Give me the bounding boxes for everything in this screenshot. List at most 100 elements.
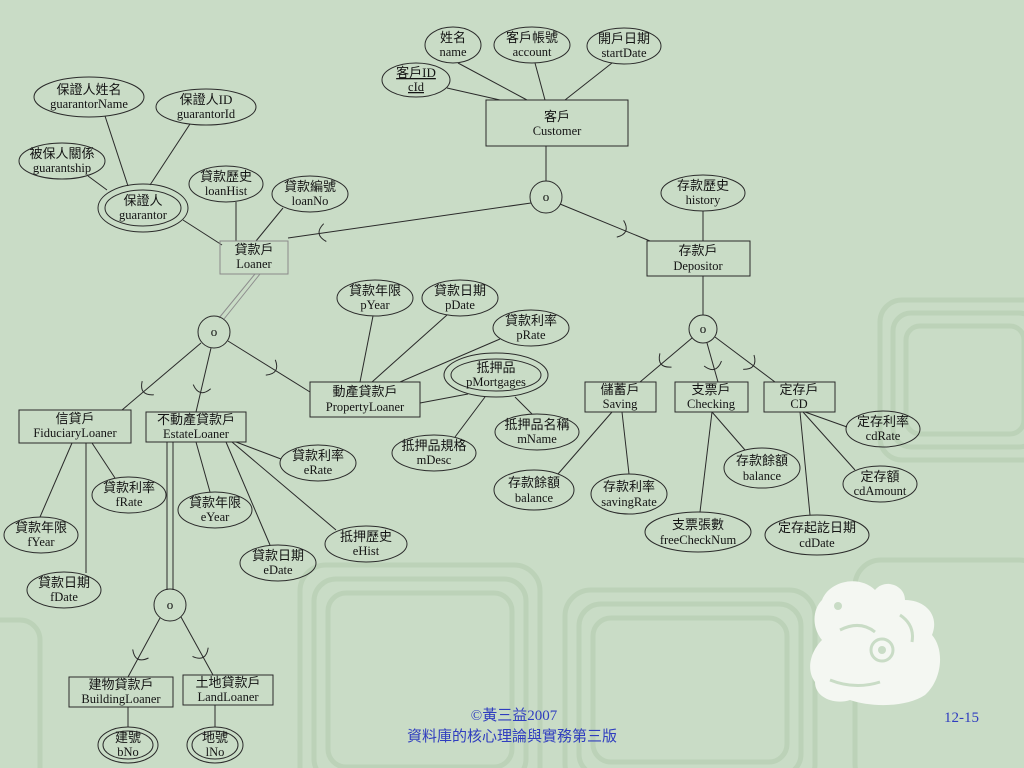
entity-label-zh: 土地貸款戶 bbox=[195, 675, 260, 690]
attr-label-zh: 存款歷史 bbox=[677, 178, 729, 193]
subset-symbol-depositor bbox=[616, 220, 627, 238]
attribute-ellipse bbox=[155, 88, 257, 126]
page-number: 12-15 bbox=[944, 710, 979, 726]
entity-loaner: 貸款戶 Loaner bbox=[219, 240, 289, 275]
entity-box bbox=[309, 381, 421, 418]
entity-label-zh: 儲蓄戶 bbox=[600, 382, 639, 397]
entity-label-zh: 支票戶 bbox=[691, 382, 730, 397]
line-checking-freechecknum bbox=[699, 411, 713, 513]
entity-label-en: CD bbox=[790, 397, 807, 411]
attr-label-en: eYear bbox=[201, 510, 230, 524]
attr-history: 存款歷史 history bbox=[660, 174, 746, 212]
entity-label-zh: 存款戶 bbox=[678, 243, 717, 258]
attr-label-zh: 建號 bbox=[115, 730, 141, 745]
mv-attr-building-no: 建號 bNo bbox=[97, 726, 159, 764]
attr-label-zh: 開戶日期 bbox=[598, 31, 650, 46]
attr-label-zh: 存款餘額 bbox=[508, 475, 560, 490]
attr-label-en: mDesc bbox=[417, 453, 452, 467]
line-property-pyear bbox=[359, 315, 374, 383]
line-saving-balance bbox=[557, 411, 613, 475]
line-isa-loaner bbox=[287, 202, 532, 239]
attr-label-zh: 貸款年限 bbox=[15, 520, 67, 535]
attr-label-en: balance bbox=[515, 491, 554, 505]
entity-land-loaner: 土地貸款戶 LandLoaner bbox=[182, 674, 274, 706]
line-fiduciary-frate bbox=[91, 442, 116, 479]
mv-attr-land-no: 地號 lNo bbox=[186, 726, 244, 764]
entity-box bbox=[182, 674, 274, 706]
attr-label-zh: 貸款年限 bbox=[189, 495, 241, 510]
attr-label-zh: 貸款日期 bbox=[434, 283, 486, 298]
attribute-ellipse-outer bbox=[443, 352, 549, 398]
attribute-ellipse-inner bbox=[450, 358, 542, 392]
attr-label-zh: 貸款利率 bbox=[292, 448, 344, 463]
line-isa-checking bbox=[706, 342, 719, 383]
attribute-ellipse-outer bbox=[186, 726, 244, 764]
isa-circle-depositor: o bbox=[688, 314, 718, 344]
attr-customer-account: 客戶帳號 account bbox=[493, 26, 571, 64]
attribute-ellipse bbox=[177, 491, 253, 529]
attr-label-en: lNo bbox=[206, 745, 225, 759]
attr-free-check-num: 支票張數 freeCheckNum bbox=[644, 511, 752, 553]
attr-label-zh: 定存利率 bbox=[857, 414, 909, 429]
attr-label-zh: 地號 bbox=[202, 730, 228, 745]
attr-cd-date: 定存起訖日期 cdDate bbox=[764, 514, 870, 556]
attr-label-zh: 貸款日期 bbox=[252, 548, 304, 563]
attr-p-date: 貸款日期 pDate bbox=[421, 279, 499, 317]
attr-label-zh: 定存起訖日期 bbox=[778, 520, 856, 535]
copyright-text: ©黃三益2007 bbox=[471, 707, 558, 724]
attribute-ellipse-inner bbox=[191, 730, 239, 760]
attribute-ellipse bbox=[764, 514, 870, 556]
entity-label-en: PropertyLoaner bbox=[326, 400, 405, 414]
entity-checking: 支票戶 Checking bbox=[674, 381, 749, 413]
attr-saving-balance: 存款餘額 balance bbox=[493, 469, 575, 511]
attr-label-en: eRate bbox=[304, 463, 333, 477]
attribute-ellipse bbox=[494, 413, 580, 451]
attr-label-en: account bbox=[513, 45, 552, 59]
attribute-ellipse bbox=[336, 279, 414, 317]
attribute-ellipse bbox=[239, 544, 317, 582]
attr-p-year: 貸款年限 pYear bbox=[336, 279, 414, 317]
line-checking-balance bbox=[711, 411, 746, 451]
attribute-ellipse-outer bbox=[97, 726, 159, 764]
attribute-ellipse bbox=[33, 76, 145, 118]
line-saving-rate bbox=[621, 411, 630, 475]
entity-label-zh: 建物貸款戶 bbox=[88, 677, 153, 692]
attr-customer-name: 姓名 name bbox=[424, 26, 482, 64]
entity-label-en: BuildingLoaner bbox=[81, 692, 161, 706]
entity-estate-loaner: 不動產貸款戶 EstateLoaner bbox=[145, 411, 247, 443]
attr-label-en: guarantship bbox=[33, 161, 91, 175]
attr-label-zh: 抵押歷史 bbox=[340, 529, 392, 544]
attr-label-zh: 定存額 bbox=[860, 469, 899, 484]
attr-label-zh: 保證人姓名 bbox=[56, 82, 121, 97]
isa-circle bbox=[197, 315, 231, 349]
attr-label-zh: 存款利率 bbox=[603, 479, 655, 494]
attr-label-zh: 保證人 bbox=[123, 193, 162, 208]
line-mortgages-mname bbox=[514, 396, 533, 415]
line-isa-fiduciary bbox=[121, 342, 202, 411]
line-isa-depositor bbox=[559, 203, 651, 242]
entity-box bbox=[485, 99, 629, 147]
line-isa-land bbox=[180, 616, 214, 676]
entity-label-zh: 定存戶 bbox=[779, 382, 818, 397]
line-customer-name bbox=[457, 62, 528, 101]
attr-e-year: 貸款年限 eYear bbox=[177, 491, 253, 529]
subset-symbol-land bbox=[192, 647, 209, 659]
line-loaner-guarantor bbox=[182, 219, 223, 246]
book-title-text: 資料庫的核心理論與實務第三版 bbox=[407, 727, 617, 745]
entity-box bbox=[145, 411, 247, 443]
mv-attr-mortgages: 抵押品 pMortgages bbox=[443, 352, 549, 398]
line-mortgages-mdesc bbox=[454, 396, 486, 438]
entity-box bbox=[584, 381, 657, 413]
attr-label-en: cdDate bbox=[799, 536, 835, 550]
attr-loan-hist: 貸款歷史 loanHist bbox=[188, 165, 264, 203]
line-guarantor-name bbox=[104, 115, 129, 187]
attr-label-en: eDate bbox=[263, 563, 293, 577]
attribute-ellipse bbox=[26, 571, 102, 609]
attr-m-desc: 抵押品規格 mDesc bbox=[391, 434, 477, 472]
attr-label-zh: 貸款利率 bbox=[505, 313, 557, 328]
isa-circle-estate: o bbox=[153, 588, 187, 622]
attr-label-en: history bbox=[686, 193, 721, 207]
attribute-ellipse bbox=[391, 434, 477, 472]
attribute-ellipse bbox=[3, 516, 79, 554]
entity-cd: 定存戶 CD bbox=[763, 381, 836, 413]
